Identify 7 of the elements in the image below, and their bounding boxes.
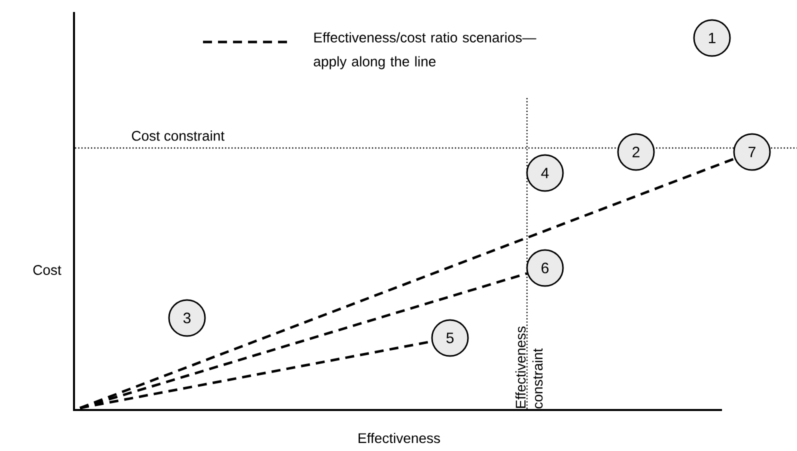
- axis-label: Cost: [33, 265, 62, 275]
- axis-label: Effectiveness: [358, 432, 440, 444]
- dashed-line: [80, 158, 735, 410]
- legend-text: Effectiveness/cost ratio scenarios—apply along the line: [314, 32, 536, 70]
- axis-label: Cost constraint: [132, 130, 224, 141]
- axis-label: Effectiveness constraint: [515, 326, 543, 408]
- dashed-line: [80, 272, 528, 410]
